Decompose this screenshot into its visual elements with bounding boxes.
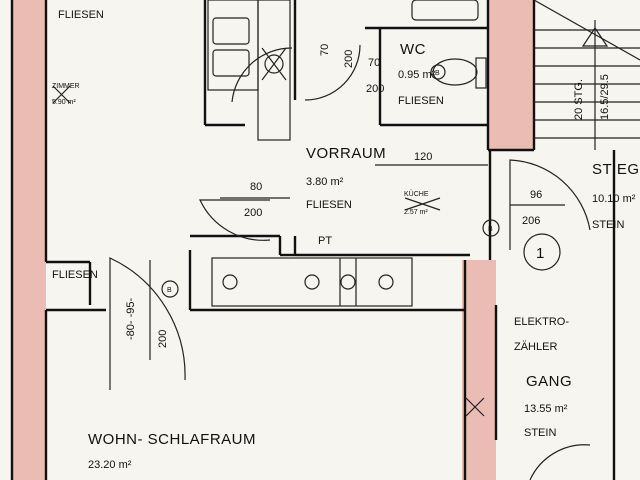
label-stieg: STIEG (592, 161, 640, 178)
label-gang-floor: STEIN (524, 427, 556, 439)
label-vorraum: VORRAUM (306, 145, 386, 162)
dim-door-left-h: 200 (244, 207, 262, 219)
dim-door-right-h: 206 (522, 215, 540, 227)
label-stieg-area: 10.10 m² (592, 193, 636, 205)
label-wohn-area: 23.20 m² (88, 459, 132, 471)
label-gang: GANG (526, 373, 572, 390)
walls (10, 0, 616, 480)
label-zimmer-area-small: 5.90 m² (52, 99, 76, 106)
ceiling-light-marks (52, 85, 485, 417)
kitchen-cabinets (207, 0, 291, 141)
dim-vorraum-width: 120 (414, 151, 432, 163)
label-vorraum-floor: FLIESEN (306, 199, 352, 211)
label-kueche-area-small: 2.57 m² (404, 209, 428, 216)
label-wohn: WOHN- SCHLAFRAUM (88, 431, 256, 448)
label-stieg-floor: STEIN (592, 219, 624, 231)
dim-wohn-door-h: 200 (157, 330, 169, 348)
label-gang-area: 13.55 m² (524, 403, 568, 415)
gang-wall-hatch (462, 260, 496, 480)
label-wc: WC (400, 41, 426, 58)
marker-circle (523, 233, 561, 271)
label-stairs-ratio: 16.5/29.5 (599, 74, 611, 120)
dim-wc-inner-h: 200 (366, 83, 384, 95)
label-stairs-steps: 20 STG. (573, 79, 585, 120)
label-fliesen-left: FLIESEN (52, 269, 98, 281)
label-wc-area: 0.95 m² (398, 69, 436, 81)
badge-b-circle-3 (430, 64, 446, 80)
label-pt: PT (318, 235, 332, 247)
label-vorraum-area: 3.80 m² (306, 176, 344, 188)
wc-top-fixture (411, 0, 479, 21)
label-zimmer-small: ZIMMER (52, 83, 80, 90)
dim-wc-inner-w: 70 (368, 57, 380, 69)
stairs (533, 0, 640, 150)
label-elektro-2: ZÄHLER (514, 341, 557, 353)
label-kueche-small: KÜCHE (404, 190, 429, 198)
dim-door-right-w: 96 (530, 189, 542, 201)
badge-b-2: B (167, 287, 172, 294)
door-swings (109, 44, 591, 480)
dim-wc-door-w: 70 (319, 44, 331, 56)
marker-number: 1 (536, 245, 545, 262)
badge-b-1: B (488, 226, 493, 233)
label-wc-floor: FLIESEN (398, 95, 444, 107)
left-wall-hatch (12, 0, 46, 480)
electric-meter-panel (211, 257, 413, 307)
label-elektro-1: ELEKTRO- (514, 316, 569, 328)
wc-toilet (432, 58, 478, 86)
badge-b-circle-2 (161, 280, 179, 298)
dim-door-left-w: 80 (250, 181, 262, 193)
wc-cistern (475, 57, 487, 89)
center-pillar-hatch (488, 0, 534, 150)
label-fliesen-top: FLIESEN (58, 9, 104, 21)
badge-b-3: B (435, 70, 440, 77)
badge-b-circle-1 (482, 219, 500, 237)
dim-wc-door-h: 200 (343, 50, 355, 68)
dim-wohn-door-w: -80- -95- (125, 297, 137, 340)
